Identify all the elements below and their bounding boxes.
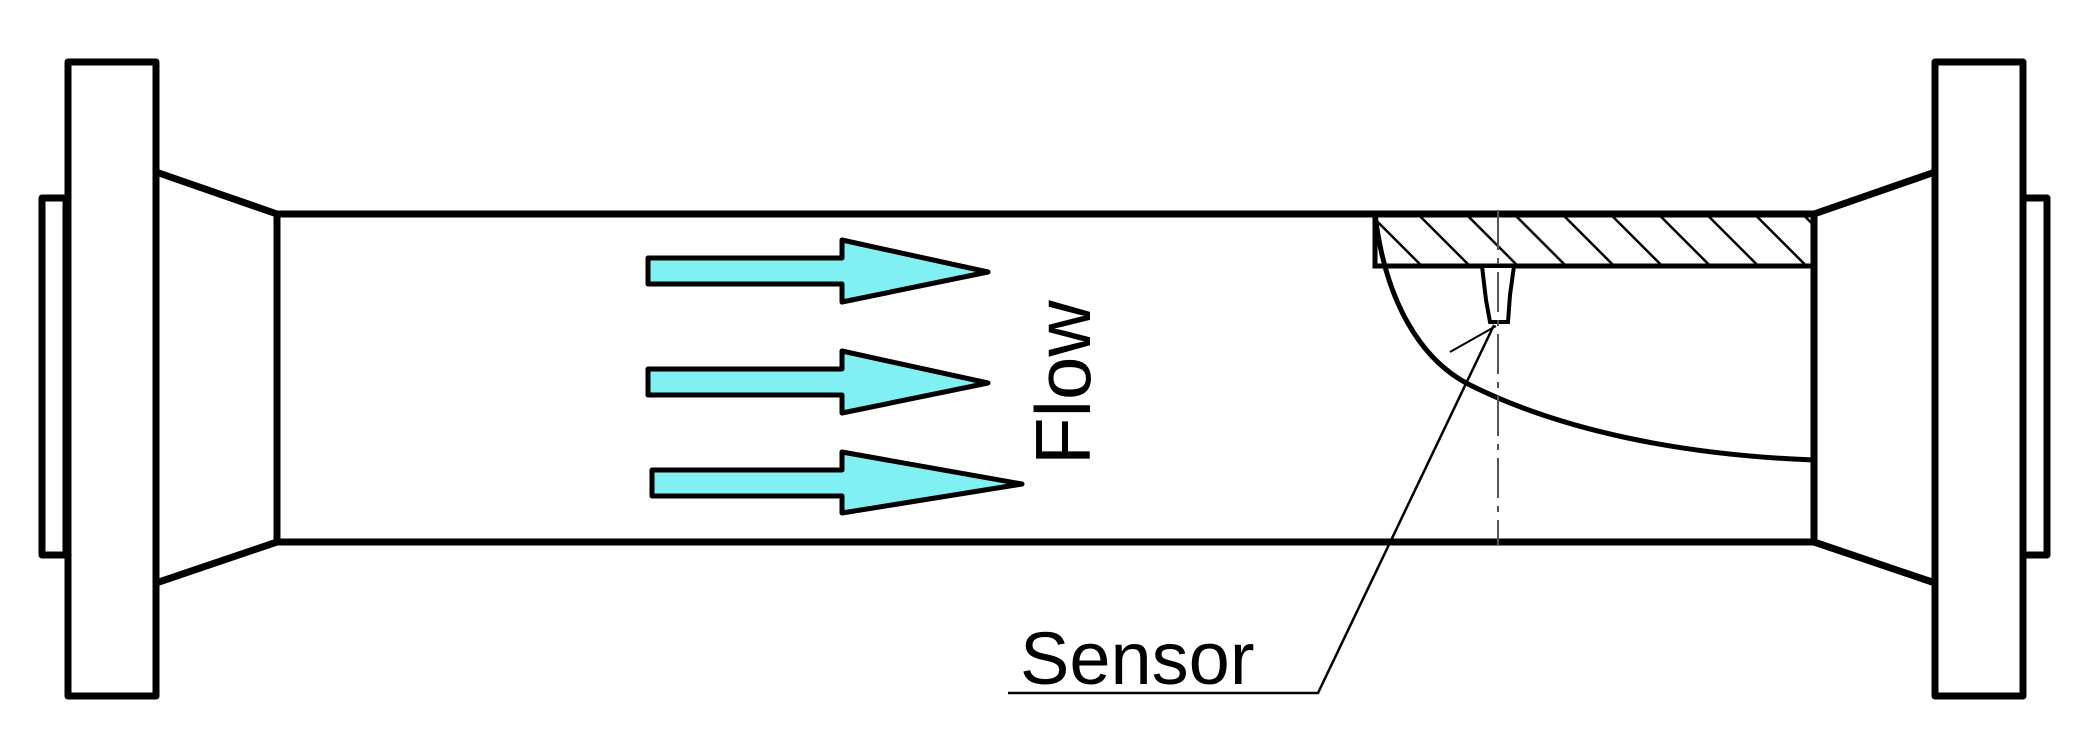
flow-arrows	[645, 237, 1025, 516]
left-flange	[38, 58, 281, 700]
left-flange-plate	[64, 58, 160, 700]
cutaway-section	[1372, 210, 1817, 545]
left-reducer	[152, 168, 281, 587]
hatched-wall	[1372, 211, 1817, 269]
sensor-leader-tick	[1449, 325, 1497, 353]
right-flange-lip	[2019, 194, 2051, 559]
pipe-body	[273, 210, 1818, 546]
sensor-leader-line	[1008, 324, 1496, 695]
right-reducer	[1810, 168, 1939, 587]
sensor-label: Sensor	[1020, 617, 1254, 700]
flow-label: Flow	[1019, 300, 1107, 465]
right-flange	[1810, 58, 2051, 700]
flow-arrow-3	[649, 449, 1025, 516]
left-flange-lip	[38, 194, 70, 559]
flow-arrow-1	[645, 237, 991, 305]
break-line	[1372, 213, 1815, 463]
flow-arrow-2	[645, 348, 991, 416]
right-flange-plate	[1931, 58, 2027, 700]
